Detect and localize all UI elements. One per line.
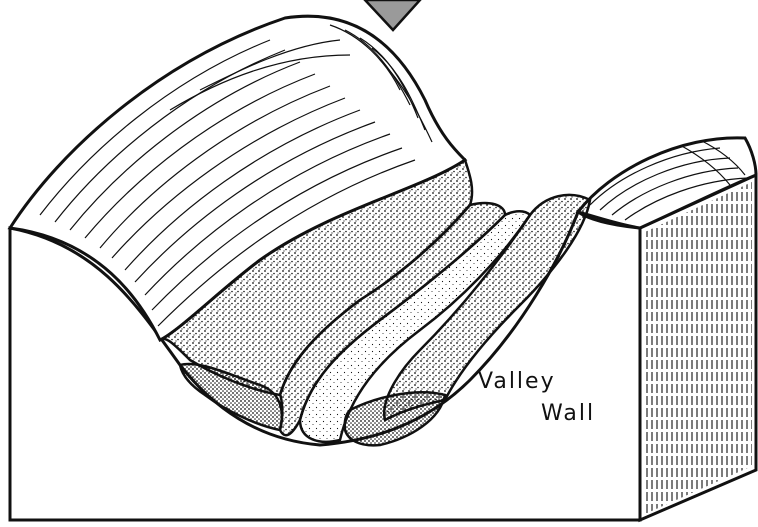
block-side-face bbox=[640, 175, 756, 520]
valley-wall-label-line2: Wall bbox=[541, 403, 595, 425]
valley-wall-label-line1: Valley bbox=[478, 371, 556, 393]
view-direction-marker bbox=[365, 0, 420, 30]
